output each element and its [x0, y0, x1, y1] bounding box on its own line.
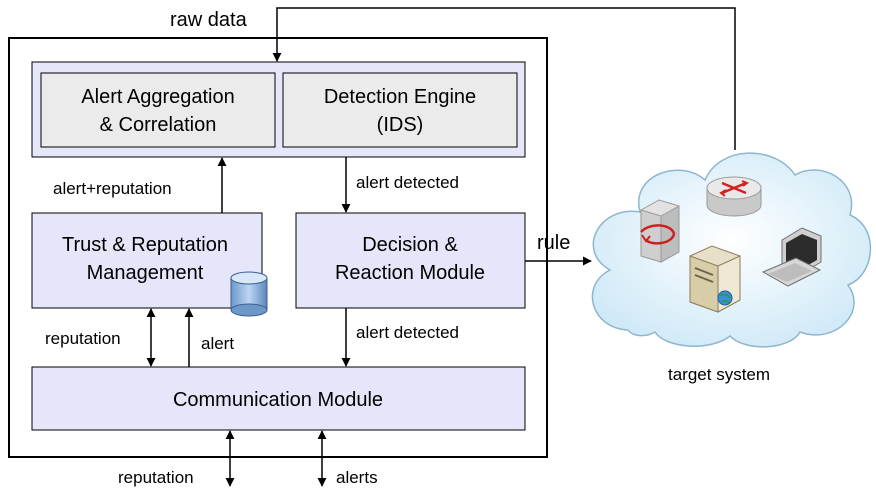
label-alert-reputation: alert+reputation [53, 179, 172, 198]
communication-module-label: Communication Module [173, 389, 383, 411]
decision-reaction-line2: Reaction Module [335, 262, 485, 284]
trust-reputation-line1: Trust & Reputation [62, 234, 228, 256]
label-target-system: target system [668, 365, 770, 384]
label-rule: rule [537, 232, 570, 254]
router-icon [706, 176, 762, 217]
server-icon [689, 245, 741, 313]
trust-reputation-box: Trust & Reputation Management [31, 212, 263, 309]
detection-engine-line2: (IDS) [377, 114, 424, 136]
label-alerts-bottom: alerts [336, 468, 378, 487]
workstation-icon [761, 227, 822, 287]
database-icon [230, 271, 268, 317]
detection-engine-box: Detection Engine (IDS) [282, 72, 518, 148]
label-raw-data: raw data [170, 9, 248, 31]
alert-aggregation-line1: Alert Aggregation [81, 86, 234, 108]
decision-reaction-line1: Decision & [362, 234, 458, 256]
detection-engine-line1: Detection Engine [324, 86, 476, 108]
arrow-raw-data [272, 7, 736, 150]
label-reputation-left: reputation [45, 329, 121, 348]
communication-module-box: Communication Module [31, 366, 526, 431]
trust-reputation-line2: Management [87, 262, 204, 284]
label-alert-detected-top: alert detected [356, 173, 459, 192]
label-alert-left: alert [201, 334, 234, 353]
alert-aggregation-line2: & Correlation [100, 114, 217, 136]
label-reputation-bottom: reputation [118, 468, 194, 487]
decision-reaction-box: Decision & Reaction Module [295, 212, 526, 309]
firewall-icon [640, 199, 680, 263]
label-alert-detected-bottom: alert detected [356, 323, 459, 342]
alert-aggregation-box: Alert Aggregation & Correlation [40, 72, 276, 148]
